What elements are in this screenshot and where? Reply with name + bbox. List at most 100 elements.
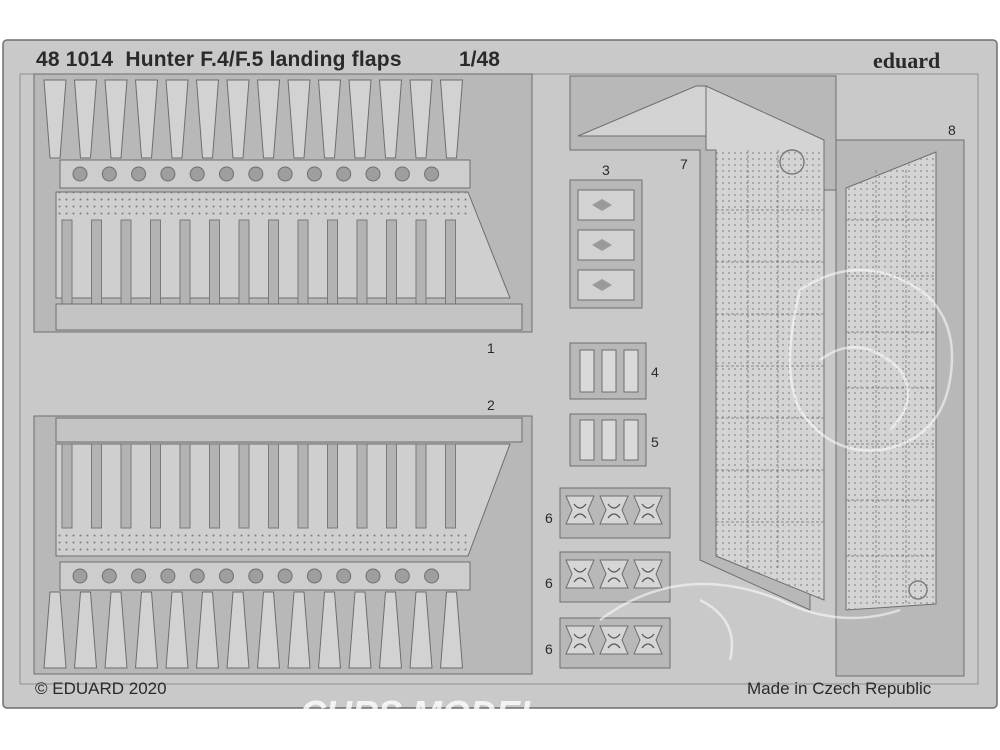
flap-finger (378, 591, 403, 669)
part-6-clip-detail (607, 567, 621, 583)
flap-finger (256, 591, 281, 669)
part-8-panel (835, 139, 965, 677)
part-4 (569, 342, 647, 400)
flap-finger (195, 79, 220, 159)
part-7-panel-lines (716, 150, 824, 570)
flap-finger (439, 591, 464, 669)
watermark-drawing (599, 268, 954, 661)
part-6-clip-detail (573, 633, 587, 649)
flap-finger (104, 591, 128, 669)
flap-finger (195, 591, 220, 669)
flap-rib (356, 443, 368, 529)
flap-finger (287, 591, 311, 669)
flap-rib (327, 443, 338, 529)
flap-finger (43, 79, 67, 159)
flap-finger (73, 79, 98, 159)
hinge-hole (131, 166, 147, 182)
hinge-hole (248, 166, 264, 182)
hinge-hole (248, 568, 264, 584)
part-5 (569, 413, 647, 467)
flap-rib (445, 219, 456, 305)
flap-rib (268, 219, 279, 305)
flap-rib (120, 219, 132, 305)
part-number-5: 5 (651, 434, 659, 450)
part-2-flap (33, 415, 533, 675)
flap-rib (238, 219, 250, 305)
part-6-clip-detail (573, 503, 587, 519)
flap-finger (409, 79, 433, 159)
copyright-text: © EDUARD 2020 (35, 679, 167, 698)
hinge-hole (160, 166, 176, 182)
part-number-1: 1 (487, 340, 495, 356)
part-6-clip (565, 559, 595, 589)
hinge-hole (365, 166, 381, 182)
fret-title: 48 1014 Hunter F.4/F.5 landing flaps (36, 48, 402, 72)
part-6-clip-detail (607, 633, 621, 649)
part-3 (569, 179, 643, 309)
part-6-clip-detail (641, 567, 655, 583)
part-6-clip-detail (607, 503, 621, 519)
flap-rib (268, 443, 279, 529)
flap-rib (91, 443, 102, 529)
part-number-3: 3 (602, 162, 610, 178)
flap-finger (348, 591, 372, 669)
part-8-panel-lines (846, 170, 936, 604)
part-1-flap (33, 73, 533, 333)
flap-rib (356, 219, 368, 305)
hinge-hole (336, 568, 352, 584)
part-6-clip-detail (641, 503, 655, 519)
part-6-clip (565, 625, 595, 655)
flap-rib (327, 219, 338, 305)
hinge-hole (219, 166, 234, 182)
part-7-panel (569, 75, 837, 611)
flap-rib (386, 219, 397, 305)
hinge-hole (189, 568, 205, 584)
flap-rib (209, 443, 220, 529)
flap-finger (287, 79, 311, 159)
hinge-hole (277, 166, 293, 182)
flap-finger (165, 79, 189, 159)
flap-rib (61, 219, 73, 305)
flap-rib (91, 219, 102, 305)
flap-rib (179, 219, 191, 305)
part-6-clip (599, 625, 629, 655)
flap-finger (134, 591, 159, 669)
flap-rib (238, 443, 250, 529)
part-6-clip (633, 495, 663, 525)
flap-finger (439, 79, 464, 159)
flap-rib (150, 219, 161, 305)
part-6-clip (599, 559, 629, 589)
flap-rib (445, 443, 456, 529)
brand-logo: eduard (873, 48, 941, 73)
part-1-fingers (43, 79, 464, 159)
flap-rib (297, 443, 309, 529)
flap-finger (226, 79, 250, 159)
part-number-8: 8 (948, 122, 956, 138)
fret-name: Hunter F.4/F.5 landing flaps (125, 48, 402, 71)
part-number-6b: 6 (545, 575, 553, 591)
flap-finger (409, 591, 433, 669)
watermark-text: CURS MODEL (300, 693, 542, 734)
hinge-hole (306, 568, 322, 584)
hinge-hole (394, 166, 410, 182)
flap-rib (415, 443, 427, 529)
flap-finger (256, 79, 281, 159)
part-number-2: 2 (487, 397, 495, 413)
part-2-hinge-holes (72, 568, 440, 584)
part-2-fingers (43, 591, 464, 669)
part-1-ribs (61, 219, 456, 305)
hinge-hole (336, 166, 352, 182)
flap-finger (165, 591, 189, 669)
hinge-hole (160, 568, 176, 584)
part-number-4: 4 (651, 364, 659, 380)
fret-scale: 1/48 (459, 48, 500, 71)
part-6-clip (633, 625, 663, 655)
part-number-6a: 6 (545, 510, 553, 526)
hinge-hole (365, 568, 381, 584)
flap-finger (317, 79, 342, 159)
hinge-hole (277, 568, 293, 584)
part-6-clip (599, 495, 629, 525)
made-in-text: Made in Czech Republic (747, 679, 932, 698)
flap-rib (179, 443, 191, 529)
